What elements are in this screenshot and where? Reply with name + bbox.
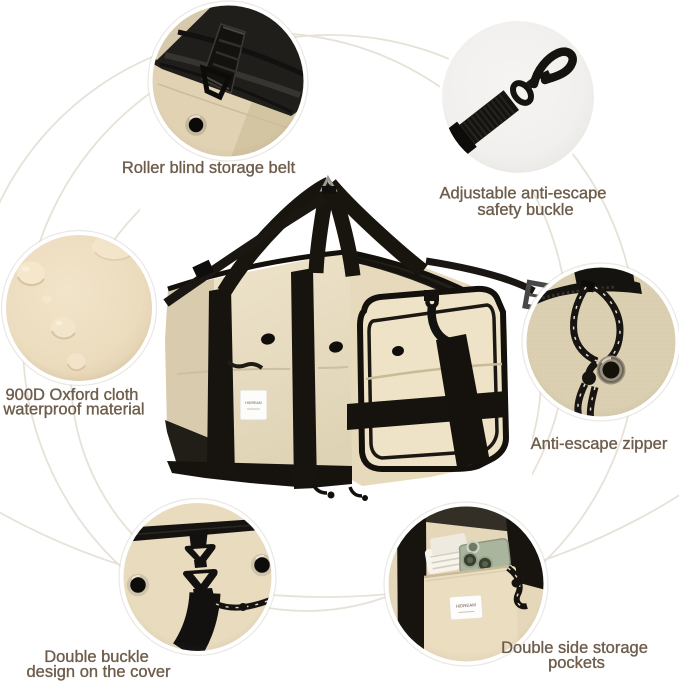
svg-text:HIDREAM: HIDREAM	[245, 401, 261, 405]
svg-text:safety buckle: safety buckle	[477, 201, 573, 219]
svg-text:Double buckle: Double buckle	[44, 648, 149, 666]
svg-text:Double side storage: Double side storage	[501, 639, 648, 657]
svg-text:900D Oxford cloth: 900D Oxford cloth	[6, 386, 139, 404]
svg-text:Roller blind storage belt: Roller blind storage belt	[122, 159, 296, 177]
svg-text:Adjustable anti-escape: Adjustable anti-escape	[440, 185, 607, 203]
svg-text:waterproof material: waterproof material	[2, 401, 144, 419]
svg-text:Anti-escape zipper: Anti-escape zipper	[531, 435, 668, 453]
svg-text:pockets: pockets	[548, 654, 605, 672]
svg-text:design on the cover: design on the cover	[26, 663, 171, 681]
